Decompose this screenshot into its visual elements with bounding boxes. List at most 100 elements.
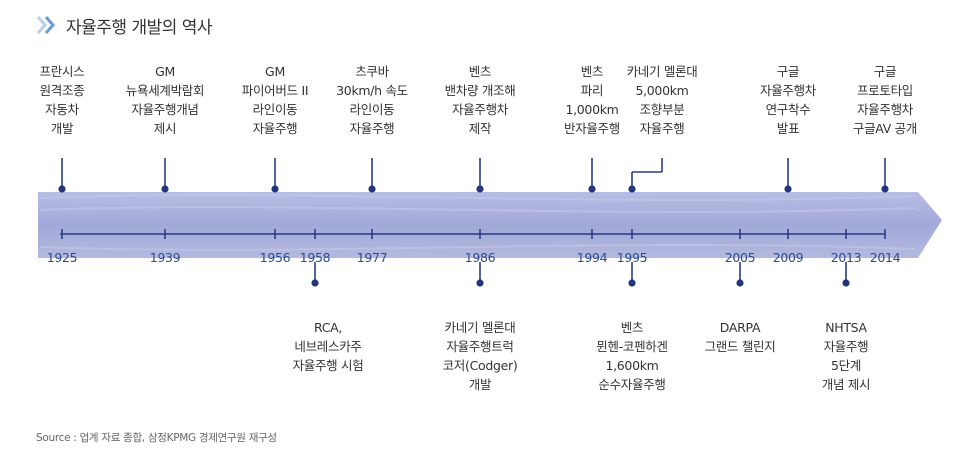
event-text-line: 자율주행차 — [451, 102, 508, 117]
event-text-line: 개발 — [468, 377, 492, 392]
event-text-line: 구글 — [776, 64, 800, 79]
event-text-line: 연구착수 — [765, 102, 811, 117]
event-text-line: 자율주행 시험 — [292, 358, 364, 373]
page-title: 자율주행 개발의 역사 — [66, 17, 213, 38]
year-label: 1958 — [299, 250, 331, 265]
event-text-line: 자율주행트럭 — [446, 339, 514, 354]
year-label: 2014 — [869, 250, 901, 265]
event-text-line: RCA, — [313, 320, 343, 335]
event-label-below: DARPA 그랜드 챌린지 — [705, 318, 776, 356]
year-label: 2005 — [724, 250, 756, 265]
event-text-line: 파이어버드 II — [241, 83, 309, 98]
event-dot — [271, 185, 279, 193]
year-ticks — [61, 229, 886, 239]
event-dot — [476, 279, 484, 287]
event-text-line: 뉴욕세계박람회 — [125, 83, 205, 98]
event-text-line: 개념 제시 — [821, 377, 871, 392]
header: 자율주행 개발의 역사 — [36, 12, 213, 38]
event-text-line: GM — [265, 64, 285, 79]
year-label: 1956 — [259, 250, 291, 265]
event-stems — [58, 158, 889, 287]
event-dot — [161, 185, 169, 193]
event-text-line: 라인이동 — [349, 102, 395, 117]
event-text-line: 벤츠 — [620, 320, 644, 335]
event-text-line: 자율주행차 — [759, 83, 817, 98]
event-text-line: 5,000km — [635, 83, 689, 98]
event-text-line: 벤츠 — [580, 64, 604, 79]
event-text-line: 뮌헨-코펜하겐 — [596, 339, 668, 354]
event-text-line: 밴차량 개조해 — [444, 83, 516, 98]
year-label: 2009 — [772, 250, 804, 265]
year-label: 1994 — [576, 250, 608, 265]
event-text-line: 코저(Codger) — [442, 358, 518, 373]
event-text-line: 반자율주행 — [563, 121, 621, 136]
event-dot — [842, 279, 850, 287]
event-text-line: 네브레스카주 — [294, 339, 362, 354]
event-text-line: 벤츠 — [468, 64, 492, 79]
event-text-line: 조향부분 — [639, 102, 685, 117]
event-text-line: 카네기 멜론대 — [444, 320, 516, 335]
event-dot — [476, 185, 484, 193]
event-text-line: 파리 — [580, 83, 604, 98]
event-dot — [368, 185, 376, 193]
event-dot — [58, 185, 66, 193]
event-text-line: 라인이동 — [252, 102, 298, 117]
event-text-line: 그랜드 챌린지 — [704, 339, 776, 354]
event-dot — [311, 279, 319, 287]
event-text-line: 제작 — [468, 121, 492, 136]
event-text-line: 1,600km — [605, 358, 659, 373]
event-text-line: 원격조종 — [39, 83, 85, 98]
event-text-line: GM — [155, 64, 175, 79]
event-text-line: 5단계 — [830, 358, 862, 373]
year-label: 1925 — [46, 250, 78, 265]
chevron-right-icon — [36, 16, 55, 34]
event-dot — [784, 185, 792, 193]
band-texture — [39, 194, 916, 251]
event-text-line: 제시 — [153, 121, 177, 136]
event-text-line: 자율주행 — [349, 121, 395, 136]
event-dot — [881, 185, 889, 193]
event-text-line: 발표 — [776, 121, 800, 136]
event-text-line: 구글AV 공개 — [852, 121, 918, 136]
event-text-line: 자율주행차 — [856, 102, 913, 117]
event-dot — [588, 185, 596, 193]
event-text-line: 구글 — [873, 64, 897, 79]
event-text-line: 개발 — [50, 121, 74, 136]
event-dot — [628, 279, 636, 287]
year-label: 1977 — [356, 250, 388, 265]
year-label: 1939 — [149, 250, 181, 265]
year-label: 2013 — [830, 250, 862, 265]
year-label: 1986 — [464, 250, 496, 265]
event-text-line: 자율주행개념 — [131, 102, 199, 117]
event-dot — [628, 185, 636, 193]
event-text-line: 프란시스 — [39, 64, 85, 79]
event-text-line: 30km/h 속도 — [336, 83, 408, 98]
event-text-line: 카네기 멜론대 — [626, 64, 698, 79]
source-note: Source : 업계 자료 종합, 삼정KPMG 경제연구원 재구성 — [36, 432, 277, 444]
year-label: 1995 — [616, 250, 648, 265]
event-text-line: 자율주행 — [639, 121, 685, 136]
event-text-line: 자율주행 — [252, 121, 298, 136]
event-text-line: 순수자율주행 — [598, 377, 666, 392]
event-text-line: 자율주행 — [823, 339, 869, 354]
event-text-line: DARPA — [719, 320, 761, 335]
event-text-line: 자동차 — [45, 102, 79, 117]
event-text-line: NHTSA — [825, 320, 867, 335]
event-text-line: 츠쿠바 — [355, 64, 389, 79]
timeline-band — [38, 192, 942, 258]
